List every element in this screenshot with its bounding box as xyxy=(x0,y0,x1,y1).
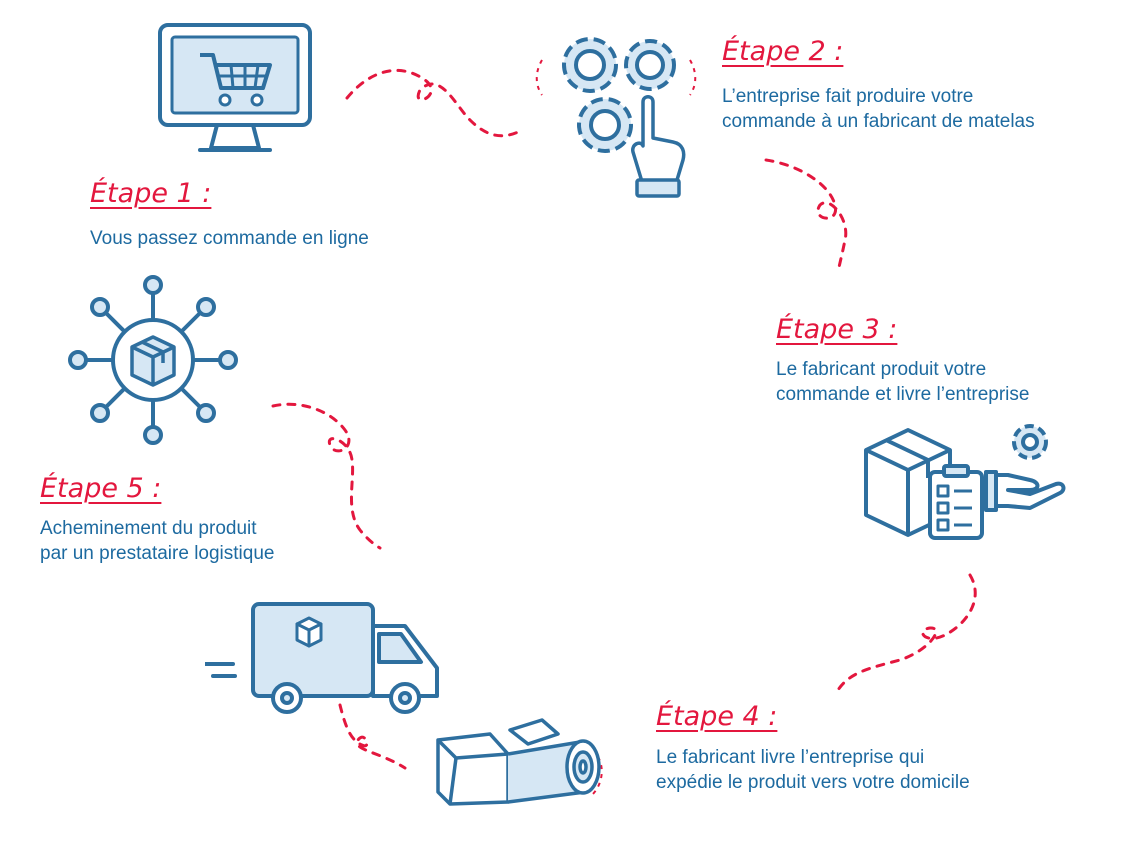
gears-hand-icon xyxy=(545,20,695,200)
gear-accent-right xyxy=(689,59,697,96)
step-1-desc: Vous passez commande en ligne xyxy=(90,226,369,251)
step-1-title: Étape 1 : xyxy=(90,178,212,209)
step-2-desc-line-2: commande à un fabricant de matelas xyxy=(722,111,1035,132)
step-2-title: Étape 2 : xyxy=(722,36,844,67)
step-3-desc-line-1: Le fabricant produit votre xyxy=(776,359,987,380)
delivery-truck-icon xyxy=(203,596,445,721)
step-5-desc: Acheminement du produit par un prestatai… xyxy=(40,516,274,566)
connector-3-4 xyxy=(836,573,977,692)
network-box-icon xyxy=(68,275,238,445)
connector-1-2 xyxy=(345,68,520,138)
mattress-box-icon xyxy=(430,712,610,812)
step-3-title: Étape 3 : xyxy=(776,314,898,345)
mattress-accent xyxy=(591,749,603,796)
box-checklist-icon xyxy=(858,420,1068,545)
gear-accent-left xyxy=(535,59,543,96)
step-4-title: Étape 4 : xyxy=(656,701,778,732)
computer-cart-icon xyxy=(155,20,320,160)
step-2-desc: L’entreprise fait produire votre command… xyxy=(722,84,1035,134)
connector-4-5 xyxy=(338,703,407,770)
step-1-desc-line-1: Vous passez commande en ligne xyxy=(90,228,369,249)
step-5-desc-line-1: Acheminement du produit xyxy=(40,518,257,539)
step-2-desc-line-1: L’entreprise fait produire votre xyxy=(722,86,974,107)
step-5-desc-line-2: par un prestataire logistique xyxy=(40,543,275,564)
step-3-desc: Le fabricant produit votre commande et l… xyxy=(776,357,1029,407)
connector-5-1 xyxy=(271,402,382,550)
connector-2-3 xyxy=(764,158,848,274)
step-5-title: Étape 5 : xyxy=(40,473,162,504)
step-3-desc-line-2: commande et livre l’entreprise xyxy=(776,384,1030,405)
step-4-desc-line-2: expédie le produit vers votre domicile xyxy=(656,772,970,793)
step-4-desc: Le fabricant livre l’entreprise qui expé… xyxy=(656,745,970,795)
step-4-desc-line-1: Le fabricant livre l’entreprise qui xyxy=(656,747,925,768)
